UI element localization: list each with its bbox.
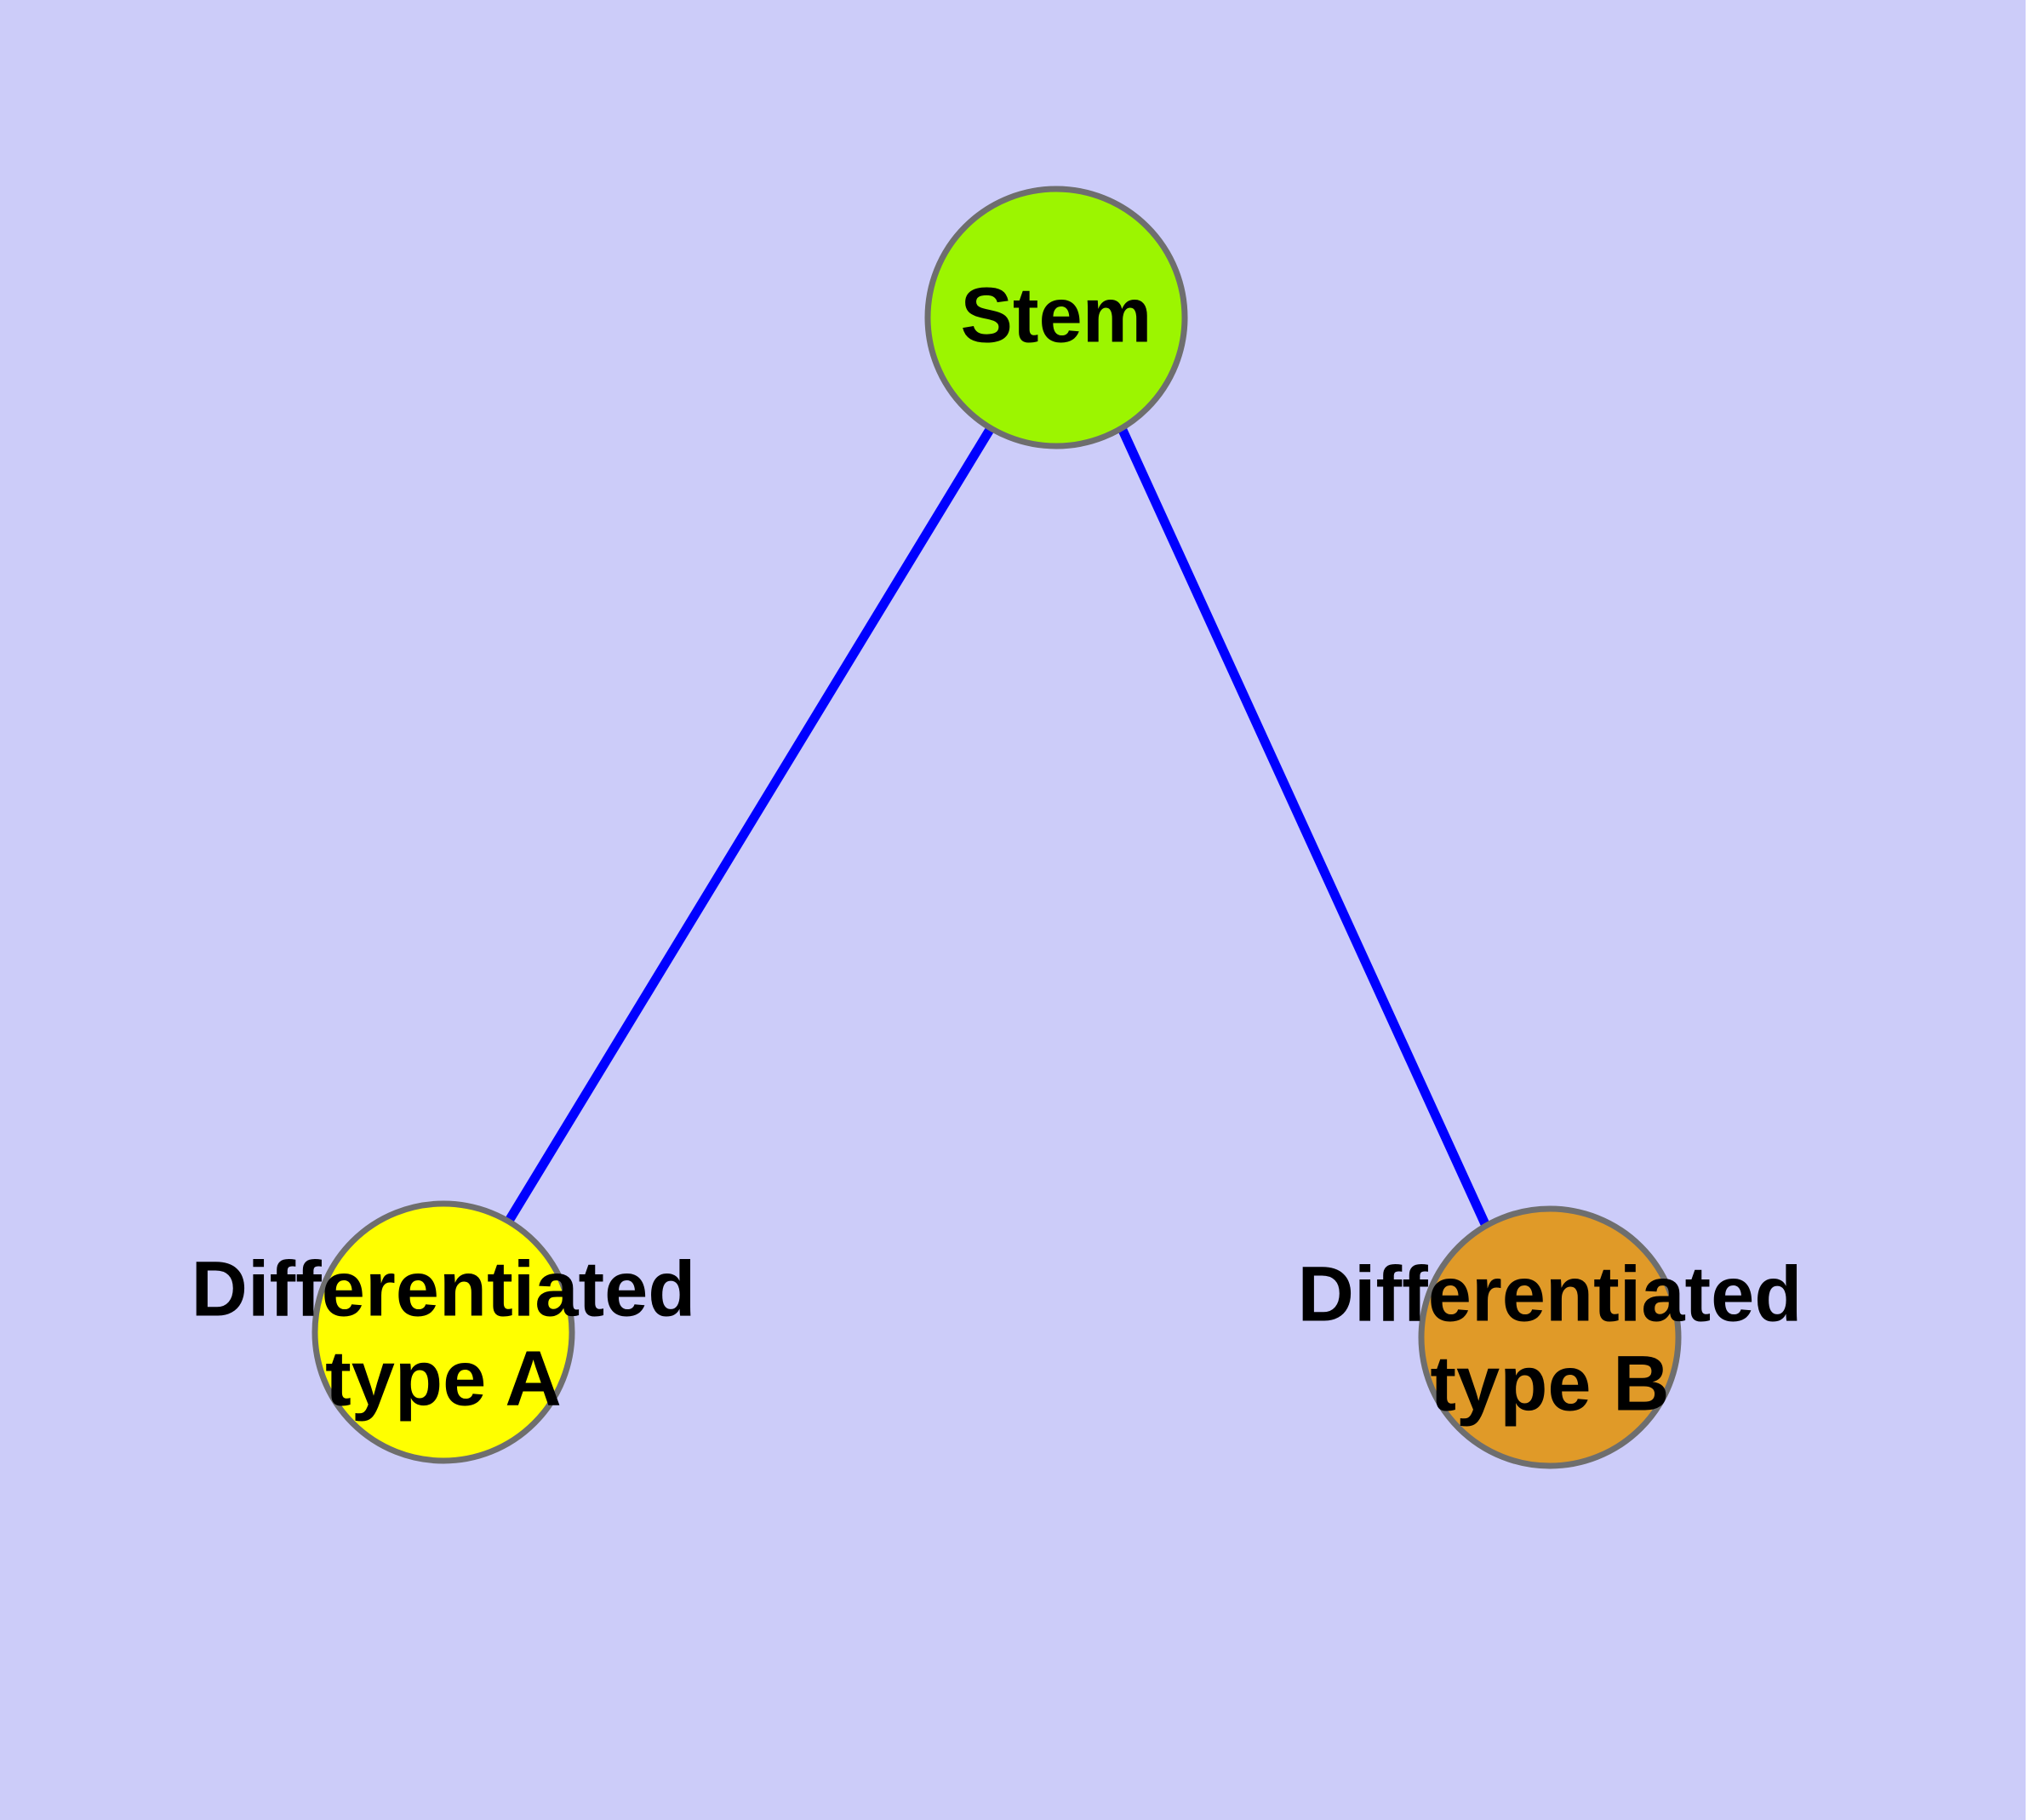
node-circle-differentiated-b[interactable] <box>1418 1205 1682 1469</box>
node-circle-stem[interactable] <box>924 186 1188 449</box>
node-label-differentiated-a-line2: type A <box>325 1335 562 1422</box>
node-differentiated-type-a[interactable] <box>311 1200 575 1464</box>
node-label-stem: Stem <box>961 272 1152 358</box>
node-label-differentiated-b-line1: Differentiated <box>1298 1251 1803 1337</box>
graph-edges <box>505 426 1490 1227</box>
node-label-differentiated-b-line2: type B <box>1430 1340 1669 1427</box>
node-label-differentiated-a-line1: Differentiated <box>191 1245 696 1332</box>
edge-stem-to-differentiated-b[interactable] <box>1117 426 1490 1227</box>
node-circle-differentiated-a[interactable] <box>311 1200 575 1464</box>
node-label-differentiated-a-group: Differentiated type A <box>191 1245 696 1422</box>
node-label-differentiated-b-group: Differentiated type B <box>1298 1251 1803 1427</box>
node-stem[interactable]: Stem <box>924 186 1188 449</box>
node-differentiated-type-b[interactable] <box>1418 1205 1682 1469</box>
edge-stem-to-differentiated-a[interactable] <box>505 426 995 1223</box>
